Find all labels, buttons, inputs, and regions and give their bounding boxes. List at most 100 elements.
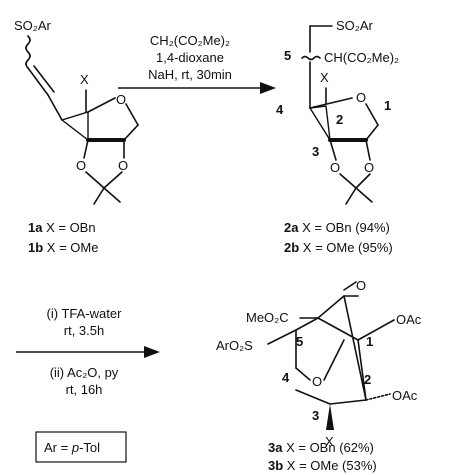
bond [295, 317, 319, 331]
bond [93, 187, 105, 205]
compound-label-3a: 3a X = OBn (62%) [268, 440, 374, 455]
bond [123, 124, 139, 141]
condition-line: CH₂(CO₂Me)₂ [150, 33, 230, 48]
bond [85, 171, 105, 189]
compound-label-3b: 3b X = OMe (53%) [268, 458, 377, 473]
condition-line: (i) TFA-water [47, 306, 123, 321]
legend-box [35, 431, 127, 463]
reactant-o-right: O [118, 158, 128, 173]
compound-desc: X = OMe [43, 240, 98, 255]
bond [60, 111, 89, 142]
compound-label-2a: 2a X = OBn (94%) [284, 220, 390, 235]
bond [339, 173, 357, 189]
compound-number: 2a [284, 220, 299, 235]
product1-x: X [320, 70, 329, 85]
reactant-so2ar: SO₂Ar [14, 18, 52, 33]
wavy-bond [25, 35, 31, 69]
condition-line: 1,4-dioxane [156, 50, 224, 65]
compound-number: 1a [28, 220, 43, 235]
bond [329, 139, 337, 161]
locant-1: 1 [384, 98, 391, 113]
locant-2: 2 [336, 112, 343, 127]
product2-aro2s: ArO₂S [216, 338, 253, 353]
condition-line: rt, 16h [66, 382, 103, 397]
legend-text: Ar = p-Tol [44, 440, 100, 455]
product1-o-right: O [364, 160, 374, 175]
bond [365, 124, 379, 141]
compound-label-1a: 1a X = OBn [28, 220, 96, 235]
compound-desc: X = OBn [42, 220, 95, 235]
bond [343, 295, 367, 401]
arrowhead-icon [260, 82, 276, 94]
product2-oac1: OAc [396, 312, 422, 327]
reactant-o-ring: O [116, 92, 126, 107]
compound-number: 3b [268, 458, 283, 473]
bond [365, 393, 391, 401]
legend-italic: p [71, 440, 79, 455]
locant-3: 3 [312, 144, 319, 159]
bond [308, 105, 331, 141]
product1-o-left: O [330, 160, 340, 175]
legend-prefix: Ar = [44, 440, 72, 455]
bond [345, 187, 357, 205]
bond [323, 339, 345, 381]
bond [329, 399, 367, 405]
bond [343, 281, 357, 291]
product1-structure: SO₂Ar 5 CH(CO₂Me)₂ X 4 O 1 2 3 O O [276, 18, 399, 205]
compound-label-2b: 2b X = OMe (95%) [284, 240, 393, 255]
product1-o-ring: O [356, 90, 366, 105]
compound-label-1b: 1b X = OMe [28, 240, 98, 255]
legend-suffix: -Tol [79, 440, 100, 455]
compound-desc: X = OMe (53%) [283, 458, 377, 473]
product2-structure: O MeO₂C OAc ArO₂S 5 1 4 O 3 X 2 OAc [216, 278, 422, 449]
product2-x: X [325, 434, 334, 449]
bond [309, 97, 353, 109]
bond [295, 389, 331, 405]
bond [295, 367, 311, 381]
bond [87, 97, 116, 113]
compound-number: 1b [28, 240, 43, 255]
condition-line: NaH, rt, 30min [148, 67, 232, 82]
bond [33, 65, 55, 93]
compound-desc: X = OMe (95%) [299, 240, 393, 255]
bond [125, 103, 139, 126]
locant-3: 3 [312, 408, 319, 423]
locant-4: 4 [282, 370, 290, 385]
product1-malonate: CH(CO₂Me)₂ [324, 50, 399, 65]
bond [267, 329, 297, 345]
arrowhead-icon [144, 346, 160, 358]
bond [355, 173, 371, 189]
wavy-bond [301, 55, 321, 61]
product2-o-bridge: O [312, 374, 322, 389]
compound-desc: X = OBn (62%) [282, 440, 373, 455]
locant-5: 5 [296, 334, 303, 349]
bond [365, 139, 371, 161]
locant-1: 1 [366, 334, 373, 349]
bond [317, 295, 345, 319]
bond [355, 187, 373, 203]
compound-desc: X = OBn (94%) [298, 220, 389, 235]
bond [365, 103, 379, 126]
reactant-o-left: O [76, 158, 86, 173]
product2-o-top: O [356, 278, 366, 293]
product1-so2ar: SO₂Ar [336, 18, 374, 33]
locant-2: 2 [364, 372, 371, 387]
bond [326, 404, 334, 430]
locant-4: 4 [276, 102, 284, 117]
bond [357, 319, 395, 341]
product2-meo2c: MeO₂C [246, 310, 289, 325]
condition-line: rt, 3.5h [64, 323, 104, 338]
compound-number: 2b [284, 240, 299, 255]
bond [83, 139, 89, 159]
product2-oac2: OAc [392, 388, 418, 403]
bond [27, 67, 49, 96]
bond [103, 187, 121, 203]
compound-number: 3a [268, 440, 283, 455]
locant-5: 5 [284, 48, 291, 63]
condition-line: (ii) Ac₂O, py [50, 365, 119, 380]
bond [47, 94, 63, 121]
bond [317, 317, 359, 341]
reactant-structure: SO₂Ar X O O O [14, 18, 139, 205]
reactant-x: X [80, 72, 89, 87]
